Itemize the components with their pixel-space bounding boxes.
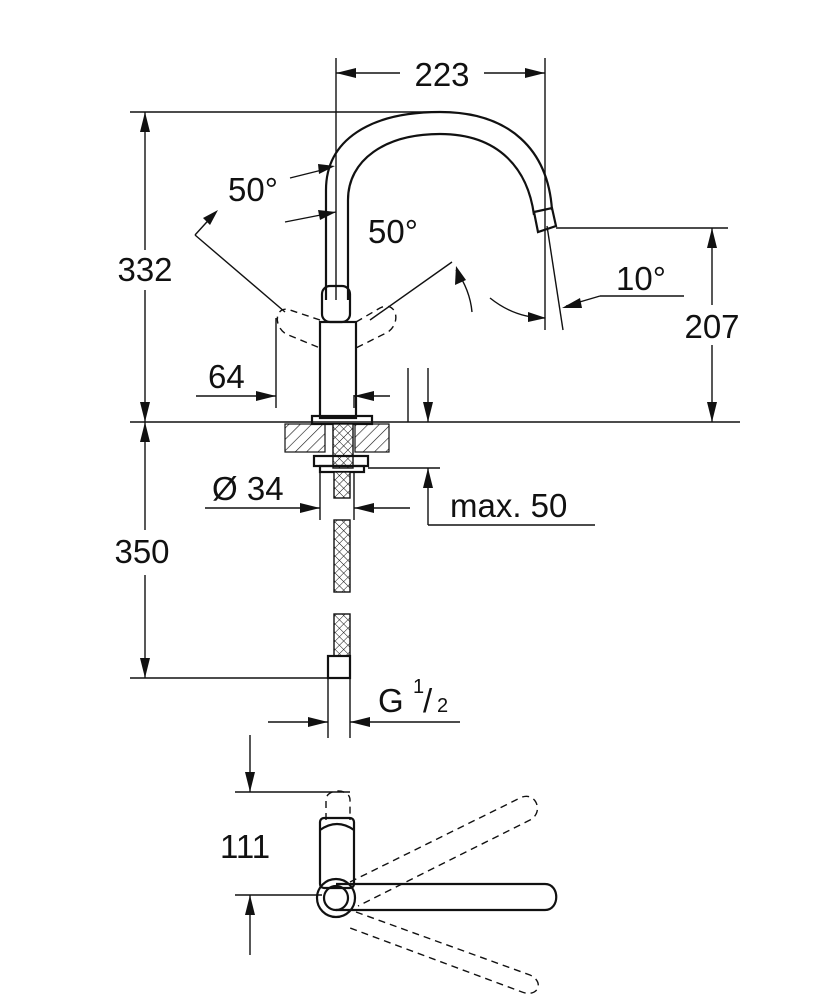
label-64: 64 [208,358,245,395]
label-111: 111 [220,828,270,865]
handle-left-dashed [276,308,321,349]
label-350: 350 [114,533,169,570]
aerator [532,206,558,234]
label-max-50: max. 50 [450,487,567,524]
mounting-washer [318,464,366,474]
dimension-labels: 223 332 50° 50° 10° 207 64 Ø 34 max. 50 … [114,56,739,865]
top-spout-dashed [325,790,351,820]
label-thread-den: 2 [437,695,448,717]
top-body [318,816,356,890]
top-handle-base-inner [322,884,350,912]
faucet-top-view [315,790,558,994]
handle-right-dashed [355,305,397,349]
top-handle-dashed-up [349,795,539,907]
label-50-left: 50° [228,171,278,208]
label-50-right: 50° [368,213,418,250]
threaded-shank [332,423,354,469]
hose-segment-1 [333,471,351,499]
top-handle-base [315,877,357,919]
hose-fitting [326,654,352,680]
hose-segment-3 [333,613,351,657]
label-diameter-34: Ø 34 [212,470,284,507]
top-handle [336,882,558,912]
top-spout-lip [319,822,355,831]
label-207: 207 [684,308,739,345]
label-10: 10° [616,260,666,297]
countertop-right [354,423,390,453]
label-332: 332 [117,251,172,288]
label-thread-g: G [378,682,404,719]
label-thread-slash: / [423,682,433,719]
label-thread-num: 1 [413,676,424,698]
hose-segment-2 [333,519,351,593]
dimension-lines [130,58,740,955]
countertop-left [284,423,326,453]
top-handle-dashed-down [349,911,539,994]
label-223: 223 [414,56,469,93]
faucet-body [318,320,358,420]
faucet-side-view [276,110,558,680]
spout-inner [346,132,536,300]
